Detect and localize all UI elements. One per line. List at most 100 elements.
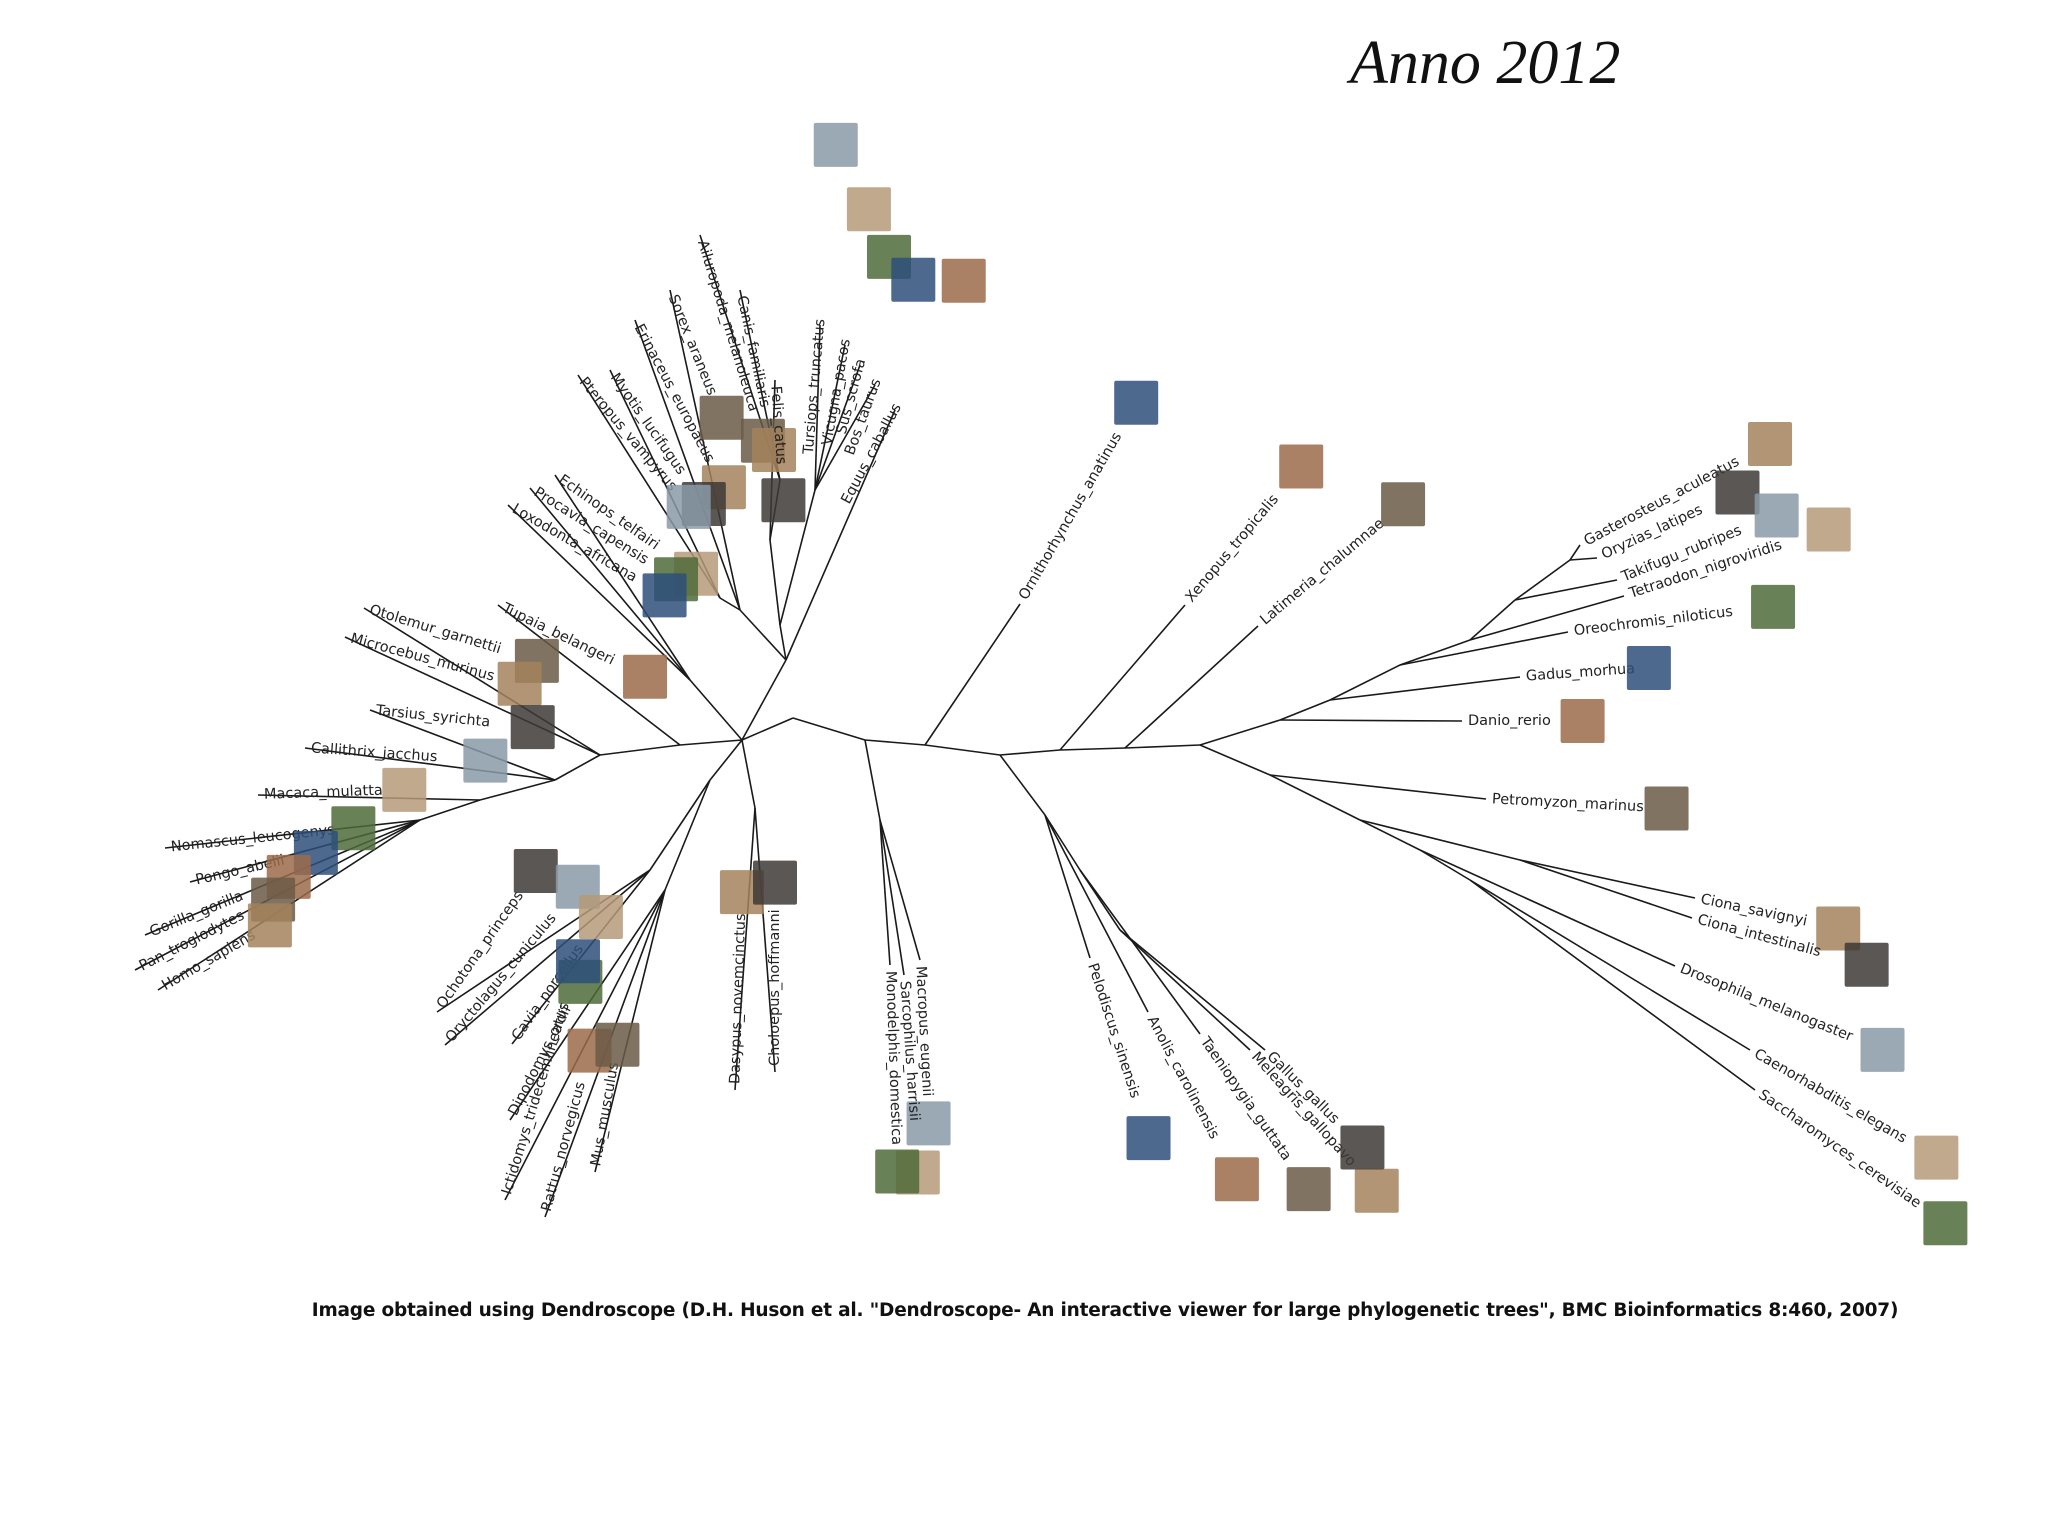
organism-thumbnail-icon <box>1381 482 1426 527</box>
organism-thumbnail-icon <box>382 767 427 812</box>
organism-thumbnail-icon <box>1806 507 1851 552</box>
figure-title: Anno 2012 <box>1350 29 1621 97</box>
organism-thumbnail-icon <box>906 1101 951 1146</box>
tree-branch <box>554 474 691 681</box>
organism-thumbnail-icon <box>1914 1135 1959 1180</box>
tree-branch <box>719 597 741 611</box>
taxon-label-tarsius-syrichta: Tarsius_syrichta <box>374 703 491 731</box>
organism-thumbnail-icon <box>1751 584 1796 629</box>
tree-branch <box>344 636 601 756</box>
tree-branch <box>879 819 905 976</box>
taxon-label-rattus-norvegicus: Rattus_norvegicus <box>539 1080 589 1213</box>
tree-branch <box>497 604 681 746</box>
tree-branch <box>879 819 891 966</box>
tree-branch <box>1569 544 1581 561</box>
tree-branch <box>634 319 741 611</box>
tree-branch <box>1044 814 1091 959</box>
tree-branch <box>1119 929 1266 1051</box>
tree-branch <box>1199 744 1271 776</box>
taxon-label-felis-catus: Felis_catus <box>767 385 788 465</box>
tree-branch <box>1399 631 1569 666</box>
tree-branch <box>779 624 787 661</box>
organism-thumbnail-icon <box>331 806 376 851</box>
taxon-label-mus-musculus: Mus_musculus <box>588 1061 622 1167</box>
tree-branch <box>679 739 743 746</box>
organism-thumbnail-icon <box>1816 906 1861 951</box>
tree-branch <box>814 324 821 491</box>
taxon-label-monodelphis-domestica: Monodelphis_domestica <box>882 971 904 1146</box>
tree-branch <box>814 364 861 491</box>
tree-branch <box>1329 664 1401 701</box>
tree-branch <box>257 794 481 801</box>
organism-thumbnail-icon <box>1748 421 1793 466</box>
tree-branch <box>164 819 421 849</box>
tree-branch <box>529 487 691 681</box>
organism-thumbnail-icon <box>846 187 891 232</box>
organism-thumbnail-icon <box>1354 1168 1399 1213</box>
tree-branch <box>1469 879 1751 1051</box>
tree-branch <box>1514 559 1571 601</box>
organism-thumbnail-icon <box>497 661 542 706</box>
tree-branch <box>879 819 921 961</box>
taxon-label-dasypus-novemcinctus: Dasypus_novemcinctus <box>727 913 749 1084</box>
taxon-label-latimeria-chalumnae: Latimeria_chalumnae <box>1257 516 1387 629</box>
tree-branch <box>864 739 881 821</box>
tree-branch <box>669 289 741 611</box>
organism-thumbnail-icon <box>891 257 936 302</box>
taxon-label-xenopus-tropicalis: Xenopus_tropicalis <box>1183 492 1282 606</box>
tree-branch <box>785 409 896 661</box>
tree-branch <box>1419 849 1676 967</box>
organism-thumbnail-icon <box>941 258 986 303</box>
taxon-label-petromyzon-marinus: Petromyzon_marinus <box>1492 791 1645 815</box>
organism-thumbnail-icon <box>813 122 858 167</box>
tree-branch <box>1359 819 1521 861</box>
tree-branch <box>1279 699 1331 721</box>
organism-thumbnail-icon <box>1715 470 1760 515</box>
taxon-label-macaca-mulatta: Macaca_mulatta <box>264 783 383 803</box>
organism-thumbnail-icon <box>1340 1125 1385 1170</box>
tree-branch <box>754 807 776 1073</box>
organism-thumbnail-icon <box>1114 380 1159 425</box>
tree-branch <box>509 889 666 1121</box>
tree-branch <box>814 384 876 491</box>
organism-thumbnail-icon <box>555 939 600 984</box>
tree-branch <box>599 744 681 756</box>
tree-branch <box>741 659 787 741</box>
tree-branch <box>1119 929 1251 1051</box>
tree-branch <box>1514 579 1618 601</box>
organism-thumbnail-icon <box>1860 1027 1905 1072</box>
tree-branch <box>436 869 651 1013</box>
organism-thumbnail-icon <box>1279 444 1324 489</box>
organism-thumbnail-icon <box>623 654 668 699</box>
tree-branch <box>1079 869 1121 931</box>
tree-branch <box>1469 595 1625 641</box>
tree-branch <box>1059 604 1186 751</box>
tree-branch <box>1359 819 1421 851</box>
tree-branch <box>1329 676 1521 701</box>
taxon-label-ornithorhynchus-anatinus: Ornithorhynchus_anatinus <box>1016 430 1125 603</box>
organism-thumbnail-icon <box>1126 1116 1171 1161</box>
organism-thumbnail-icon <box>1626 645 1671 690</box>
tree-branch <box>741 739 756 809</box>
organism-thumbnail-icon <box>1560 699 1605 743</box>
organism-thumbnail-icon <box>1754 493 1799 538</box>
tree-branch <box>1469 879 1756 1091</box>
tree-branch <box>689 679 743 741</box>
tree-branch <box>363 607 601 756</box>
tree-branch <box>814 344 846 491</box>
organism-thumbnail-icon <box>761 478 806 523</box>
tree-branch <box>1044 814 1149 1013</box>
organism-thumbnail-icon <box>510 705 555 750</box>
taxon-label-danio-rerio: Danio_rerio <box>1468 713 1551 729</box>
tree-branch <box>1569 557 1598 561</box>
figure-caption: Image obtained using Dendroscope (D.H. H… <box>311 1300 1899 1321</box>
organism-thumbnail-icon <box>1844 942 1889 987</box>
taxon-label-pelodiscus-sinensis: Pelodiscus_sinensis <box>1084 961 1143 1100</box>
organism-thumbnail-icon <box>666 484 711 529</box>
tree-branch <box>419 799 481 821</box>
tree-branch <box>1059 747 1126 751</box>
organism-thumbnail-icon <box>752 428 797 473</box>
taxon-label-oreochromis-niloticus: Oreochromis_niloticus <box>1573 604 1734 639</box>
tree-branch <box>1519 859 1696 899</box>
tree-branch <box>554 754 601 781</box>
